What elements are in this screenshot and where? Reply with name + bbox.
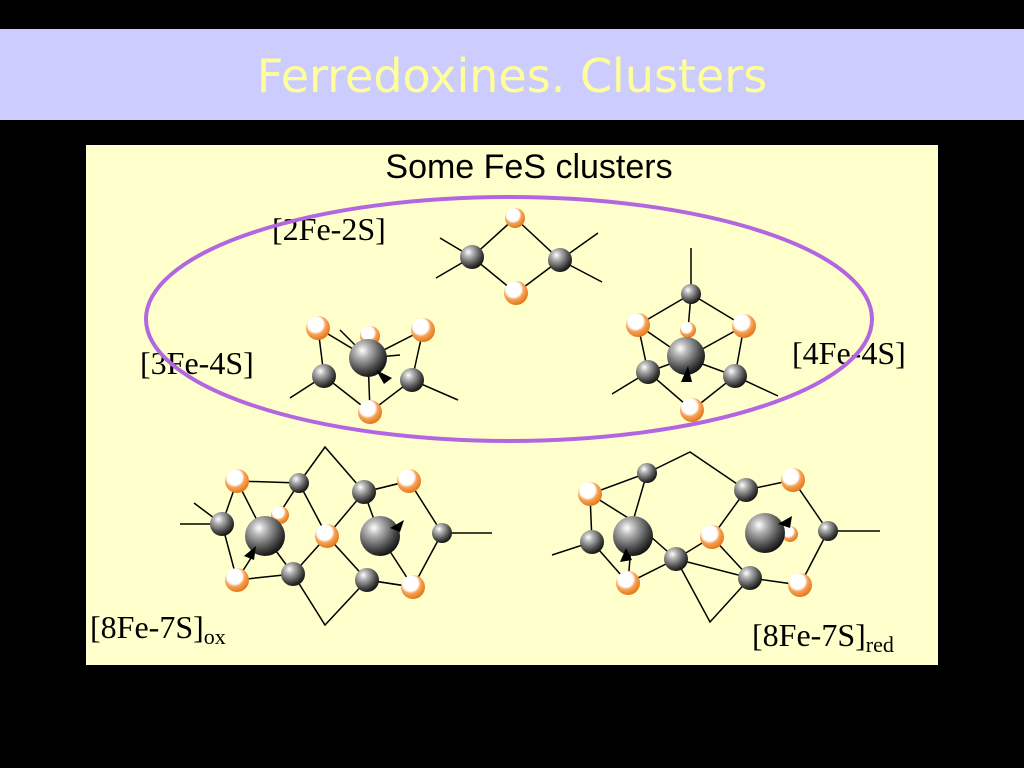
fes-cluster-figure: Some FeS clusters [2Fe-2S] [3Fe-4S] [4Fe…	[90, 148, 906, 657]
sulfur-atom	[781, 468, 805, 492]
sulfur-atom	[504, 281, 528, 305]
arrow-icon	[620, 548, 632, 562]
iron-atom	[738, 566, 762, 590]
label-4fe-4s: [4Fe-4S]	[792, 335, 906, 371]
sulfur-atoms	[225, 208, 812, 599]
sulfur-atom	[315, 524, 339, 548]
sulfur-atom	[680, 322, 696, 338]
iron-atom	[432, 523, 452, 543]
sulfur-atom	[397, 469, 421, 493]
sulfur-atom	[225, 469, 249, 493]
iron-atom	[349, 339, 387, 377]
iron-atom	[548, 248, 572, 272]
sulfur-atom	[616, 571, 640, 595]
arrow-markers	[244, 366, 792, 562]
sulfur-atom	[700, 525, 724, 549]
iron-atom	[580, 530, 604, 554]
label-8fe-7s-red: [8Fe-7S]red	[752, 617, 894, 657]
sulfur-atom	[411, 318, 435, 342]
sulfur-atom	[578, 482, 602, 506]
label-2fe-2s: [2Fe-2S]	[272, 211, 386, 247]
iron-atom	[281, 562, 305, 586]
iron-atom	[289, 473, 309, 493]
iron-atom	[667, 337, 705, 375]
label-8fe-7s-red-main: [8Fe-7S]	[752, 617, 866, 653]
sulfur-atom	[306, 316, 330, 340]
iron-atom	[664, 547, 688, 571]
iron-atom	[637, 463, 657, 483]
sulfur-atom	[788, 573, 812, 597]
arrow-icon	[390, 520, 404, 532]
arrow-icon	[681, 366, 692, 382]
label-8fe-7s-red-sub: red	[866, 632, 894, 657]
title-bar	[0, 29, 1024, 120]
sulfur-atom	[505, 208, 525, 228]
arrow-icon	[244, 546, 256, 560]
sulfur-atom	[401, 575, 425, 599]
slide-title: Ferredoxines. Clusters	[256, 49, 768, 103]
label-8fe-7s-ox-main: [8Fe-7S]	[90, 609, 204, 645]
sulfur-atom	[225, 568, 249, 592]
iron-atom	[636, 360, 660, 384]
sulfur-atom	[626, 313, 650, 337]
iron-atom	[360, 516, 400, 556]
sulfur-atom	[732, 314, 756, 338]
arrow-icon	[376, 370, 392, 384]
iron-atom	[613, 516, 653, 556]
sulfur-atom	[680, 398, 704, 422]
iron-atom	[745, 513, 785, 553]
iron-atom	[818, 521, 838, 541]
iron-atom	[734, 478, 758, 502]
label-8fe-7s-ox: [8Fe-7S]ox	[90, 609, 226, 649]
iron-atom	[400, 368, 424, 392]
iron-atom	[723, 364, 747, 388]
cluster-bonds	[180, 216, 880, 627]
sulfur-atom	[782, 526, 798, 542]
iron-atoms	[210, 245, 838, 592]
figure-panel: Some FeS clusters [2Fe-2S] [3Fe-4S] [4Fe…	[86, 145, 938, 665]
figure-heading: Some FeS clusters	[385, 148, 672, 186]
arrow-icon	[778, 516, 792, 528]
iron-atom	[245, 516, 285, 556]
highlight-ellipse	[144, 195, 874, 443]
iron-atom	[312, 364, 336, 388]
sulfur-atom	[358, 400, 382, 424]
iron-atom	[352, 480, 376, 504]
iron-atom	[681, 284, 701, 304]
label-8fe-7s-ox-sub: ox	[204, 624, 226, 649]
iron-atom	[460, 245, 484, 269]
iron-atom	[210, 512, 234, 536]
iron-atom	[355, 568, 379, 592]
